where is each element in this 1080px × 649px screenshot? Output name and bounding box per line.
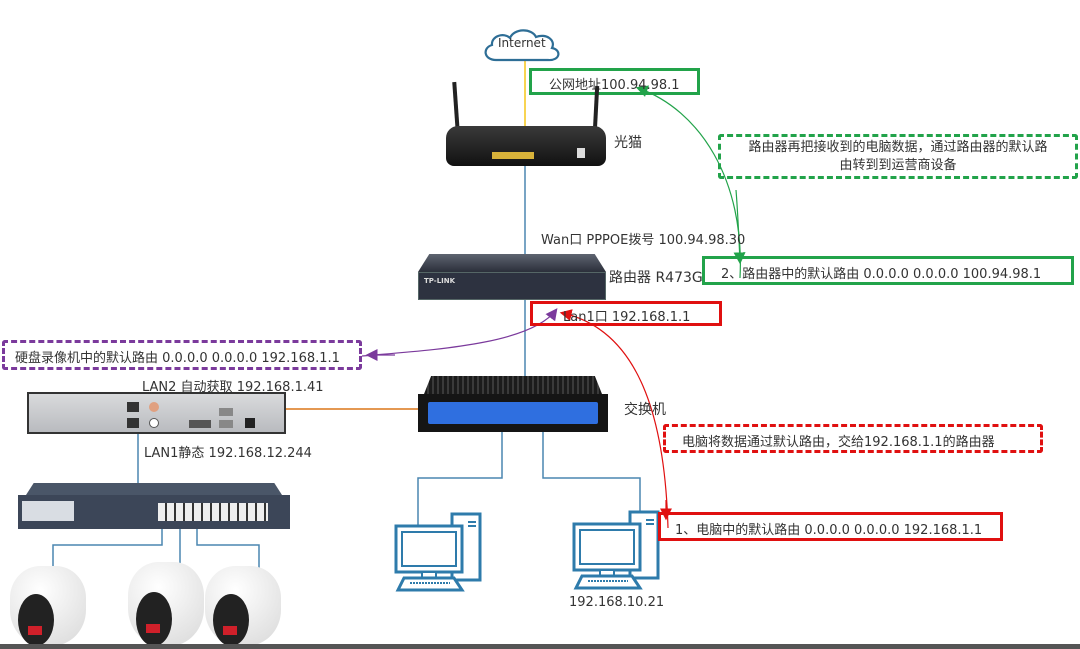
poe-switch-icon (18, 483, 290, 529)
wan-label: Wan口 PPPOE拨号 100.94.98.30 (541, 233, 746, 248)
arrow-nvr-to-router (361, 308, 558, 357)
nvr-icon (27, 392, 286, 434)
camera-2 (128, 562, 204, 646)
pc-2 (570, 510, 662, 594)
lan1-box: Lan1口 192.168.1.1 (530, 301, 722, 326)
switch-pc1-cable (417, 432, 503, 525)
public-ip-box: 公网地址100.94.98.1 (529, 68, 700, 95)
router-brand: TP-LINK (424, 277, 456, 285)
camera-1 (10, 566, 86, 646)
switch-label: 交换机 (624, 402, 666, 418)
router-forward-note: 路由器再把接收到的电脑数据，通过路由器的默认路 由转到到运营商设备 (718, 134, 1078, 179)
internet-node: Internet (478, 26, 564, 66)
optical-modem-icon (442, 81, 612, 170)
switch-pc2-cable (542, 432, 641, 512)
nvr-default-route-note: 硬盘录像机中的默认路由 0.0.0.0 0.0.0.0 192.168.1.1 (2, 340, 362, 370)
cloud-icon (484, 29, 560, 62)
pc-default-route-box: 1、电脑中的默认路由 0.0.0.0 0.0.0.0 192.168.1.1 (658, 512, 1003, 541)
lan1-label: Lan1口 192.168.1.1 (563, 310, 691, 325)
pc-to-router-note: 电脑将数据通过默认路由，交给192.168.1.1的路由器 (663, 424, 1043, 453)
router-label: 路由器 R473G (609, 270, 703, 286)
pc-to-router-label: 电脑将数据通过默认路由，交给192.168.1.1的路由器 (682, 435, 995, 450)
pc-1 (392, 512, 484, 596)
desktop-computer-icon (572, 510, 660, 590)
router-default-route-label: 2、路由器中的默认路由 0.0.0.0 0.0.0.0 100.94.98.1 (721, 267, 1042, 282)
router-forward-note-line1: 路由器再把接收到的电脑数据，通过路由器的默认路 (748, 140, 1048, 155)
modem-label: 光猫 (614, 135, 642, 151)
switch-icon (418, 376, 608, 432)
nvr-lan1-label: LAN1静态 192.168.12.244 (144, 446, 312, 461)
arrow-to-router-route (733, 189, 746, 265)
router-icon: TP-LINK (418, 254, 606, 300)
nvr-default-route-label: 硬盘录像机中的默认路由 0.0.0.0 0.0.0.0 192.168.1.1 (15, 351, 340, 366)
pc-default-route-label: 1、电脑中的默认路由 0.0.0.0 0.0.0.0 192.168.1.1 (675, 523, 983, 538)
bottom-border (0, 644, 1080, 649)
nvr-lan2-label: LAN2 自动获取 192.168.1.41 (142, 380, 324, 395)
poe-camera1-cable (52, 527, 163, 568)
camera-3 (205, 566, 281, 646)
poe-camera3-cable (196, 527, 260, 568)
router-default-route-box: 2、路由器中的默认路由 0.0.0.0 0.0.0.0 100.94.98.1 (702, 256, 1074, 285)
desktop-computer-icon (394, 512, 482, 592)
public-ip-label: 公网地址100.94.98.1 (549, 78, 680, 93)
router-forward-note-line2: 由转到到运营商设备 (839, 158, 957, 173)
pc-2-ip-label: 192.168.10.21 (569, 595, 665, 610)
internet-label: Internet (498, 36, 546, 50)
arrow-router-to-isp (635, 85, 741, 279)
